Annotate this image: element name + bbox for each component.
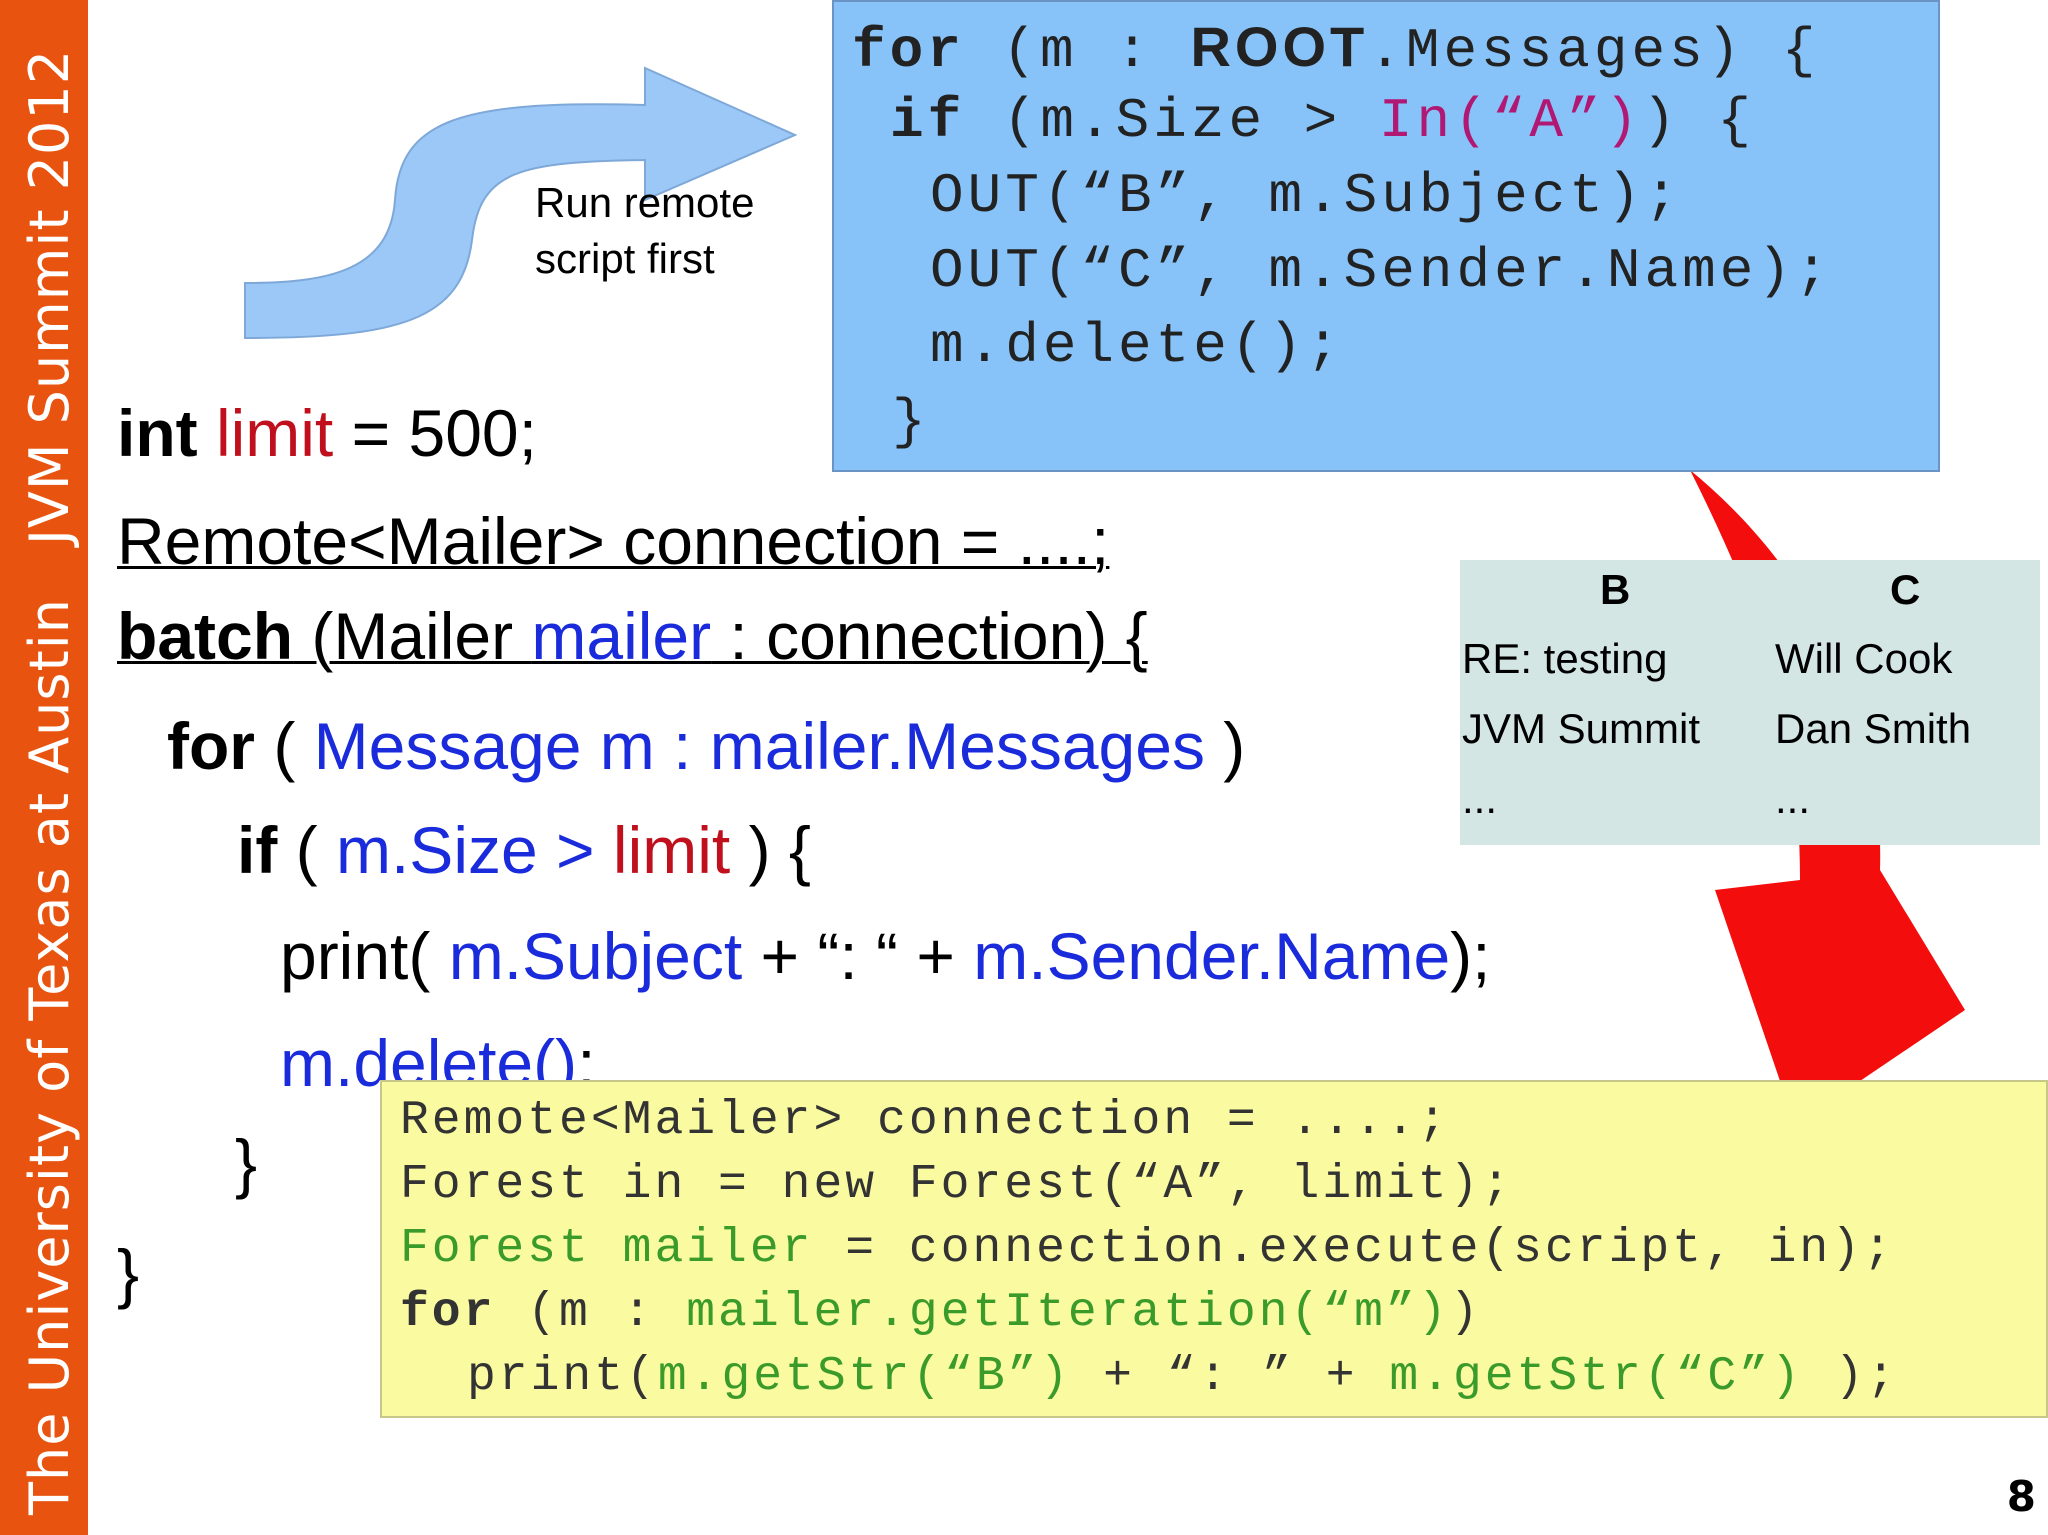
- getstr-expr: m.getStr(“C”): [1389, 1350, 1803, 1404]
- keyword-for: for: [167, 709, 255, 783]
- code-text: = 500;: [333, 396, 537, 470]
- code-text: (Mailer: [293, 599, 532, 673]
- code-text: + “: ” +: [1071, 1350, 1390, 1404]
- translated-line-3: Forest mailer = connection.execute(scrip…: [400, 1222, 1895, 1276]
- code-text: );: [1802, 1350, 1899, 1404]
- arrow-note-line1: Run remote: [535, 179, 755, 226]
- table-cell: RE: testing: [1462, 635, 1668, 682]
- code-line-9: }: [117, 1236, 140, 1310]
- code-line-5: if ( m.Size > limit ) {: [237, 812, 811, 888]
- table-header-c: C: [1890, 566, 1921, 613]
- translated-line-2: Forest in = new Forest(“A”, limit);: [400, 1158, 1514, 1212]
- translated-line-1: Remote<Mailer> connection = ....;: [400, 1094, 1450, 1148]
- table-cell: ...: [1775, 775, 1811, 822]
- code-text: ) {: [730, 813, 811, 887]
- code-remote-expr: m.Sender.Name: [973, 919, 1451, 993]
- code-text: ): [1204, 709, 1246, 783]
- code-text: ): [1449, 1286, 1482, 1340]
- forest-mailer-decl: Forest mailer: [400, 1222, 814, 1276]
- keyword-root: ROOT: [1190, 15, 1369, 78]
- code-line-2: Remote<Mailer> connection = ....;: [117, 504, 1110, 578]
- remote-line-2: if (m.Size > In(“A”)) {: [890, 89, 1755, 153]
- code-line-8: }: [235, 1126, 258, 1200]
- translated-code-box: Remote<Mailer> connection = ....; Forest…: [380, 1080, 2048, 1418]
- translated-line-5: print(m.getStr(“B”) + “: ” + m.getStr(“C…: [467, 1350, 1898, 1404]
- keyword-if: if: [237, 813, 278, 887]
- code-text: : connection) {: [711, 599, 1148, 673]
- table-cell: Dan Smith: [1775, 705, 1972, 752]
- code-text: print(: [280, 919, 449, 993]
- code-text: (m :: [964, 19, 1191, 83]
- arrow-note: Run remote script first: [535, 175, 754, 287]
- keyword-for: for: [400, 1286, 496, 1340]
- translated-line-4: for (m : mailer.getIteration(“m”)): [400, 1286, 1481, 1340]
- code-line-3: batch (Mailer mailer : connection) {: [117, 598, 1148, 674]
- variable-limit: limit: [612, 813, 731, 887]
- page-number: 8: [2006, 1472, 2036, 1521]
- remote-line-3: OUT(“B”, m.Subject);: [930, 164, 1683, 228]
- remote-line-5: m.delete();: [930, 314, 1344, 378]
- code-text: (m :: [495, 1286, 687, 1340]
- keyword-int: int: [117, 396, 216, 470]
- code-text: ) {: [1642, 89, 1755, 153]
- table-cell: JVM Summit: [1462, 705, 1701, 752]
- keyword-batch: batch: [117, 599, 294, 673]
- sidebar: JVM Summit 2012 The University of Texas …: [0, 0, 88, 1535]
- code-text: .Messages) {: [1368, 19, 1820, 83]
- code-text: (: [254, 709, 314, 783]
- code-line-1: int limit = 500;: [117, 395, 537, 471]
- code-line-4: for ( Message m : mailer.Messages ): [167, 708, 1245, 784]
- variable-limit: limit: [215, 396, 334, 470]
- code-remote-expr: Message m : mailer.Messages: [313, 709, 1205, 783]
- table-cell: ...: [1462, 775, 1498, 822]
- result-table: B C RE: testing Will Cook JVM Summit Dan…: [1460, 560, 2040, 845]
- code-text: = connection.execute(script, in);: [813, 1222, 1895, 1276]
- remote-line-4: OUT(“C”, m.Sender.Name);: [930, 239, 1833, 303]
- getstr-expr: m.getStr(“B”): [657, 1350, 1072, 1404]
- code-text: (: [277, 813, 336, 887]
- code-text: );: [1450, 919, 1491, 993]
- code-line-6: print( m.Subject + “: “ + m.Sender.Name)…: [280, 918, 1490, 994]
- variable-mailer: mailer: [531, 599, 712, 673]
- table-header-b: B: [1600, 566, 1631, 613]
- code-remote-expr: m.Subject: [448, 919, 743, 993]
- keyword-if: if: [890, 89, 966, 153]
- remote-line-1: for (m : ROOT.Messages) {: [852, 14, 1820, 83]
- input-expr: In(“A”): [1378, 89, 1643, 153]
- code-remote-expr: m.Size >: [335, 813, 613, 887]
- blue-run-remote-arrow: [244, 66, 798, 340]
- remote-script-box: for (m : ROOT.Messages) { if (m.Size > I…: [832, 0, 1940, 472]
- remote-line-6: }: [892, 390, 930, 454]
- arrow-note-line2: script first: [535, 235, 715, 282]
- code-text: print(: [467, 1350, 658, 1404]
- code-text: (m.Size >: [965, 89, 1379, 153]
- iteration-expr: mailer.getIteration(“m”): [686, 1286, 1450, 1340]
- code-text: + “: “ +: [742, 919, 974, 993]
- table-cell: Will Cook: [1775, 635, 1953, 682]
- keyword-for: for: [852, 19, 965, 83]
